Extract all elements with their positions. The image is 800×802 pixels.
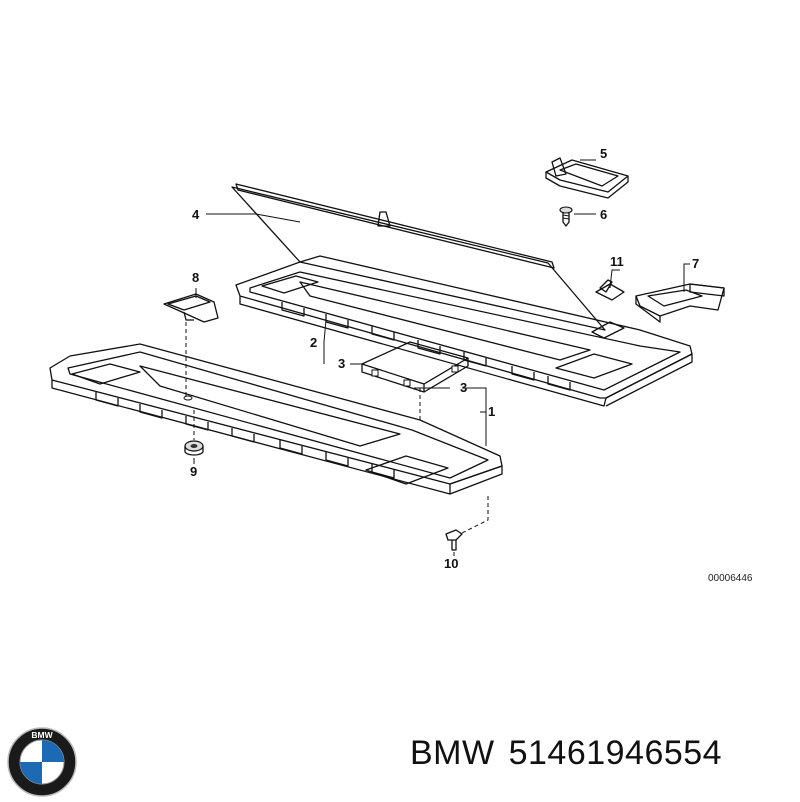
callout-7: 7 [692,256,699,271]
part-11-small-clip [595,279,625,301]
callout-8: 8 [192,270,199,285]
callout-10: 10 [444,556,458,571]
bmw-logo-letters: BMW [31,730,53,740]
callout-6: 6 [600,207,607,222]
diagram-reference-number: 00006446 [708,573,753,584]
callout-3a: 3 [338,356,345,371]
leader-lines [185,159,690,556]
part-3-speaker-grille [361,341,469,393]
bmw-logo: BMW [4,727,80,797]
callout-5: 5 [600,146,607,161]
footer-label: BMW 51461946554 [410,734,722,773]
callout-1: 1 [488,404,495,419]
callout-9: 9 [190,464,197,479]
part-10-clip [445,529,463,551]
part-1-front-shelf [49,343,503,495]
part-6-screw [559,206,573,227]
callouts: 1 2 3 3 4 5 6 7 8 9 10 11 00006446 [190,146,753,584]
callout-3b: 3 [460,380,467,395]
part-9-grommet [184,440,204,456]
part-number: 51461946554 [508,734,723,772]
callout-4: 4 [192,207,200,222]
part-8-cover-cap [163,293,219,323]
part-4-roller-blind [231,183,606,331]
callout-2: 2 [310,335,317,350]
part-7-hinge-bracket [635,283,725,323]
callout-11: 11 [610,254,624,269]
part-5-bracket [545,157,629,199]
brand-name: BMW [410,734,495,772]
